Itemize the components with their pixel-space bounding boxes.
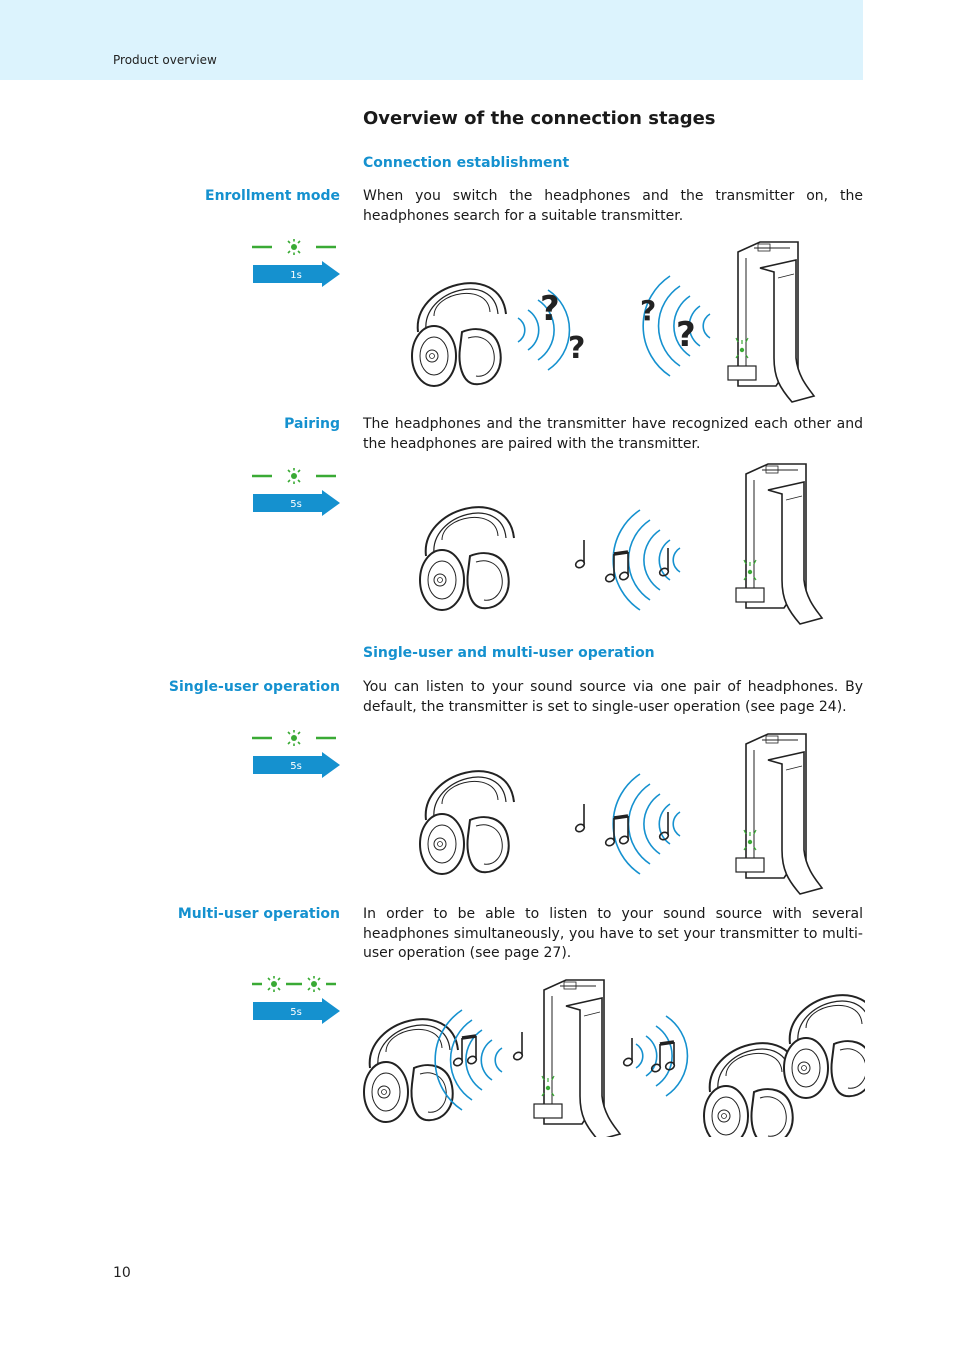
transmitter-icon [727,241,815,403]
stage-label-enrollment: Enrollment mode [205,188,340,204]
stage-label-single-user: Single-user operation [168,679,340,695]
waves-icon [612,773,681,875]
music-note-icon [602,550,632,585]
waves-icon [635,1015,689,1097]
illustration-multi-user [363,979,865,1137]
led-status-icon-enrollment: 1s [252,238,340,287]
stage-label-pairing: Pairing [284,416,340,432]
header-section-label: Product overview [113,53,217,67]
stage-text-multi-user: In order to be able to listen to your so… [363,906,863,961]
svg-text:?: ? [540,289,560,329]
transmitter-icon [533,979,621,1137]
stage-text-pairing: The headphones and the transmitter have … [363,416,863,452]
duration-label: 5s [290,761,302,772]
transmitter-icon [735,463,823,625]
led-status-icon-pairing: 5s [252,467,340,516]
led-status-icon-multi-user: 5s [252,975,340,1024]
stage-label-multi-user: Multi-user operation [177,906,340,922]
headphones-icon [363,1018,459,1123]
header-band [0,0,863,80]
music-note-icon [621,1037,635,1068]
transmitter-icon [735,733,823,895]
headphones-icon [419,770,515,875]
stage-text-enrollment: When you switch the headphones and the t… [363,188,863,224]
headphones-icon [419,506,515,611]
music-note-icon [573,539,587,570]
stage-text-single-user: You can listen to your sound source via … [363,679,863,715]
section-heading-operation: Single-user and multi-user operation [363,645,655,661]
svg-text:?: ? [568,331,585,366]
page-number: 10 [113,1265,131,1281]
section-heading-connection: Connection establishment [363,155,570,171]
illustration-single-user [419,733,823,895]
duration-label: 5s [290,1007,302,1018]
illustration-enrollment: ? ? ? ? [411,241,815,403]
headphones-icon [411,282,507,387]
headphones-icon [703,1042,799,1137]
duration-label: 5s [290,499,302,510]
svg-text:?: ? [676,315,696,355]
led-status-icon-single-user: 5s [252,729,340,778]
svg-text:?: ? [640,294,656,327]
duration-label: 1s [290,270,302,281]
illustration-pairing [419,463,823,625]
music-note-icon [573,803,587,834]
waves-icon [612,509,681,611]
headphones-icon [783,994,865,1099]
music-note-icon [602,814,632,849]
page-title: Overview of the connection stages [363,108,716,129]
music-note-icon [511,1031,525,1062]
